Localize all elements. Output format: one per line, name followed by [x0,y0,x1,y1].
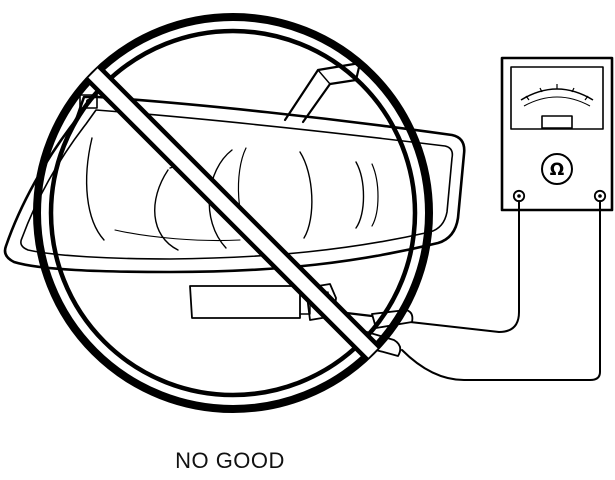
headlight-assembly-icon [3,61,466,321]
ohm-symbol: Ω [550,160,564,180]
prohibition-sign-icon [33,13,433,413]
lead-wire-2 [401,200,601,381]
caption-no-good: NO GOOD [175,448,285,473]
lead-wire-1 [409,200,520,333]
ohmmeter-icon [500,56,614,212]
